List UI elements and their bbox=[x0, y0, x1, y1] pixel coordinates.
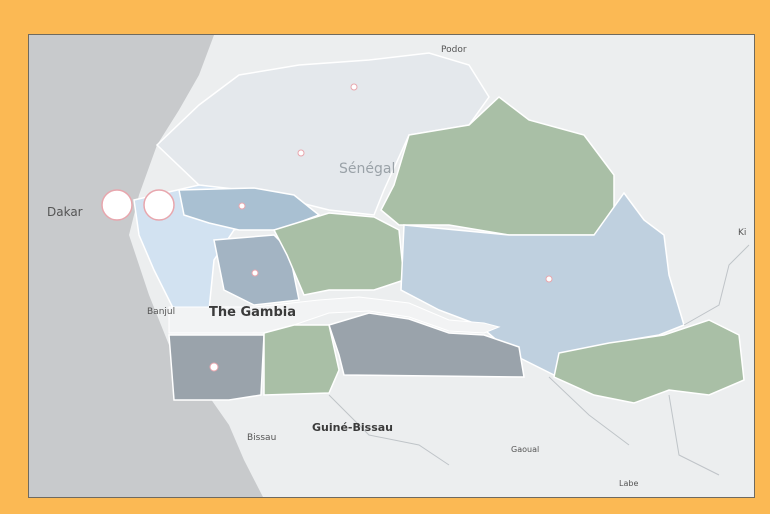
senegal-choropleth-map[interactable] bbox=[29, 35, 755, 498]
region-dot bbox=[297, 149, 305, 157]
region-dot bbox=[251, 269, 259, 277]
label-labe: Labe bbox=[619, 479, 639, 488]
region-kedougou[interactable] bbox=[553, 319, 745, 404]
region-dot bbox=[209, 362, 219, 372]
region-kolda[interactable] bbox=[328, 312, 525, 378]
region-kaffrine[interactable] bbox=[272, 212, 405, 296]
region-dot bbox=[350, 83, 358, 91]
region-dot bbox=[238, 202, 246, 210]
label-senegal: Sénégal bbox=[339, 161, 396, 177]
region-sedhiou[interactable] bbox=[263, 324, 340, 396]
label-kidira: Ki bbox=[738, 228, 747, 238]
label-guinea-bissau: Guiné-Bissau bbox=[312, 421, 393, 434]
border-line bbox=[328, 244, 750, 476]
region-dot bbox=[545, 275, 553, 283]
label-bissau: Bissau bbox=[247, 433, 277, 443]
label-podor: Podor bbox=[441, 45, 467, 55]
label-dakar: Dakar bbox=[47, 205, 83, 219]
map-marker-rufisque[interactable] bbox=[143, 189, 175, 221]
map-frame: Dakar Sénégal The Gambia Banjul Guiné-Bi… bbox=[28, 34, 755, 498]
ocean bbox=[29, 35, 263, 497]
label-gaoual: Gaoual bbox=[511, 445, 540, 454]
map-marker-dakar[interactable] bbox=[101, 189, 133, 221]
label-the-gambia: The Gambia bbox=[209, 305, 296, 320]
label-banjul: Banjul bbox=[147, 307, 176, 317]
